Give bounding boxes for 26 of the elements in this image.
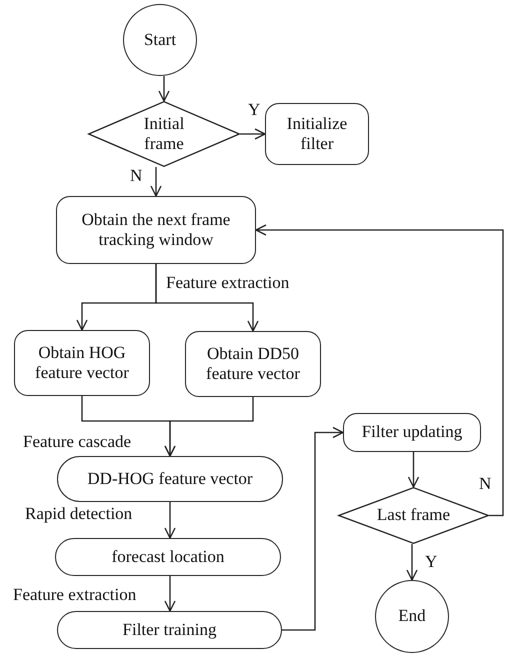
arrow <box>164 397 254 457</box>
process-box: Obtain the next frame tracking window <box>56 196 256 264</box>
arrow <box>282 426 344 631</box>
terminal-pill: DD-HOG feature vector <box>57 456 283 502</box>
terminal-pill: Filter training <box>57 611 282 649</box>
process-box: Obtain DD50 feature vector <box>185 331 321 397</box>
arrow <box>406 544 418 581</box>
start-circle: Start <box>123 4 197 76</box>
decision-label: Initial frame <box>142 114 186 154</box>
arrow <box>158 76 170 102</box>
end-circle: End <box>375 580 449 653</box>
process-box: Initialize filter <box>265 103 369 165</box>
arrow <box>408 452 420 488</box>
terminal-pill: forecast location <box>55 538 281 576</box>
decision-diamond <box>88 101 240 167</box>
arrow <box>150 167 162 197</box>
arrow <box>164 576 176 612</box>
edge-label: Rapid detection <box>24 505 134 524</box>
arrow <box>164 502 176 539</box>
decision-diamond <box>338 487 489 544</box>
process-box: Obtain HOG feature vector <box>14 330 150 396</box>
process-box: Filter updating <box>343 413 481 452</box>
arrow <box>240 128 266 140</box>
arrow <box>155 264 259 332</box>
decision-label: Last frame <box>376 505 450 526</box>
arrow <box>255 224 504 516</box>
